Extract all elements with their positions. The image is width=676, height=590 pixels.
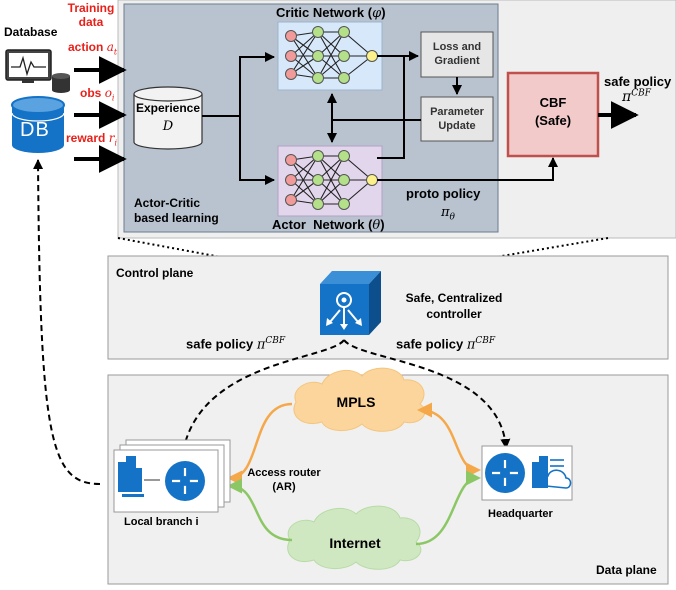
proto-policy-label: proto policy [406, 186, 481, 201]
left-sup: CBF [265, 336, 286, 346]
safe-policy-symbol: πCBF [622, 88, 651, 105]
control-plane-title: Control plane [116, 266, 194, 280]
internet-label: Internet [329, 535, 381, 551]
proto-pi: π [441, 205, 450, 220]
mpls-links [227, 402, 481, 486]
reward-label: reward [66, 131, 106, 145]
action-symbol: a [106, 40, 114, 54]
obs-subscript: i [111, 93, 115, 103]
actor-critic-label: Actor-Critic based learning [134, 196, 219, 225]
reward-subscript: i [114, 138, 118, 148]
right-pi: π [466, 337, 476, 353]
left-policy-text: safe policy [186, 336, 254, 352]
controller-label: Safe, Centralized controller [405, 291, 503, 321]
experience-symbol: D [134, 118, 202, 134]
db-text: DB [20, 119, 50, 141]
actor-title-text: Actor Network ( [272, 217, 373, 232]
action-label: action [68, 40, 104, 54]
left-pi: π [256, 337, 266, 353]
action-input-label: action at [68, 40, 117, 56]
reward-symbol: r [108, 131, 115, 145]
headquarter-label: Headquarter [488, 508, 553, 520]
safe-policy-label: safe policy [604, 74, 672, 89]
critic-close-paren: ) [381, 5, 386, 20]
access-router-label: Access router (AR) [247, 467, 321, 493]
actor-net-nodes [285, 150, 378, 210]
loss-gradient-box [420, 31, 494, 78]
parameter-update-label: Parameter Update [430, 106, 484, 132]
critic-symbol: φ [372, 6, 382, 21]
loss-gradient-label: Loss and Gradient [432, 41, 482, 67]
db-cylinder-icon [11, 96, 65, 153]
right-policy-text: safe policy [396, 336, 464, 352]
right-safe-policy: safe policy πCBF [396, 336, 495, 352]
internet-links [227, 470, 481, 546]
actor-network-title: Actor Network (θ) [272, 217, 385, 233]
cbf-box [506, 71, 600, 158]
headquarter-icon [481, 445, 573, 501]
left-safe-policy: safe policy πCBF [186, 336, 285, 352]
training-data-arrows [74, 56, 127, 173]
experience-links [202, 51, 558, 185]
right-sup: CBF [475, 336, 496, 346]
proto-sub: θ [449, 212, 455, 223]
control-plane-panel [107, 255, 669, 360]
controller-links [33, 159, 511, 485]
critic-network-title: Critic Network (φ) [276, 5, 386, 21]
training-data-label: Training data [67, 1, 115, 29]
critic-net-nodes [285, 26, 378, 84]
cbf-label: CBF [539, 95, 567, 110]
safe-sup: CBF [631, 88, 651, 99]
monitor-icon [5, 49, 70, 93]
experience-label: Experience [135, 101, 201, 115]
actor-symbol: θ [372, 218, 381, 233]
experience-cylinder [133, 86, 203, 150]
parameter-update-box [420, 96, 494, 142]
safe-pi: π [622, 89, 632, 105]
controller-cube-icon [320, 271, 381, 335]
mpls-label: MPLS [336, 394, 376, 410]
proto-policy-symbol: πθ [441, 204, 455, 223]
experience-sym-text: D [162, 119, 174, 134]
critic-title-text: Critic Network ( [276, 5, 373, 20]
local-branch-label: Local branch i [124, 516, 199, 528]
cbf-safe-label: (Safe) [534, 113, 572, 128]
internet-cloud [287, 505, 422, 570]
data-plane-title: Data plane [596, 563, 657, 577]
reward-input-label: reward ri [66, 131, 117, 147]
obs-input-label: obs oi [80, 86, 114, 102]
action-subscript: t [113, 47, 118, 57]
local-branch-icon [113, 439, 231, 513]
obs-label: obs [80, 86, 102, 100]
database-label: Database [4, 25, 58, 39]
obs-symbol: o [104, 86, 112, 100]
actor-close-paren: ) [380, 217, 385, 232]
